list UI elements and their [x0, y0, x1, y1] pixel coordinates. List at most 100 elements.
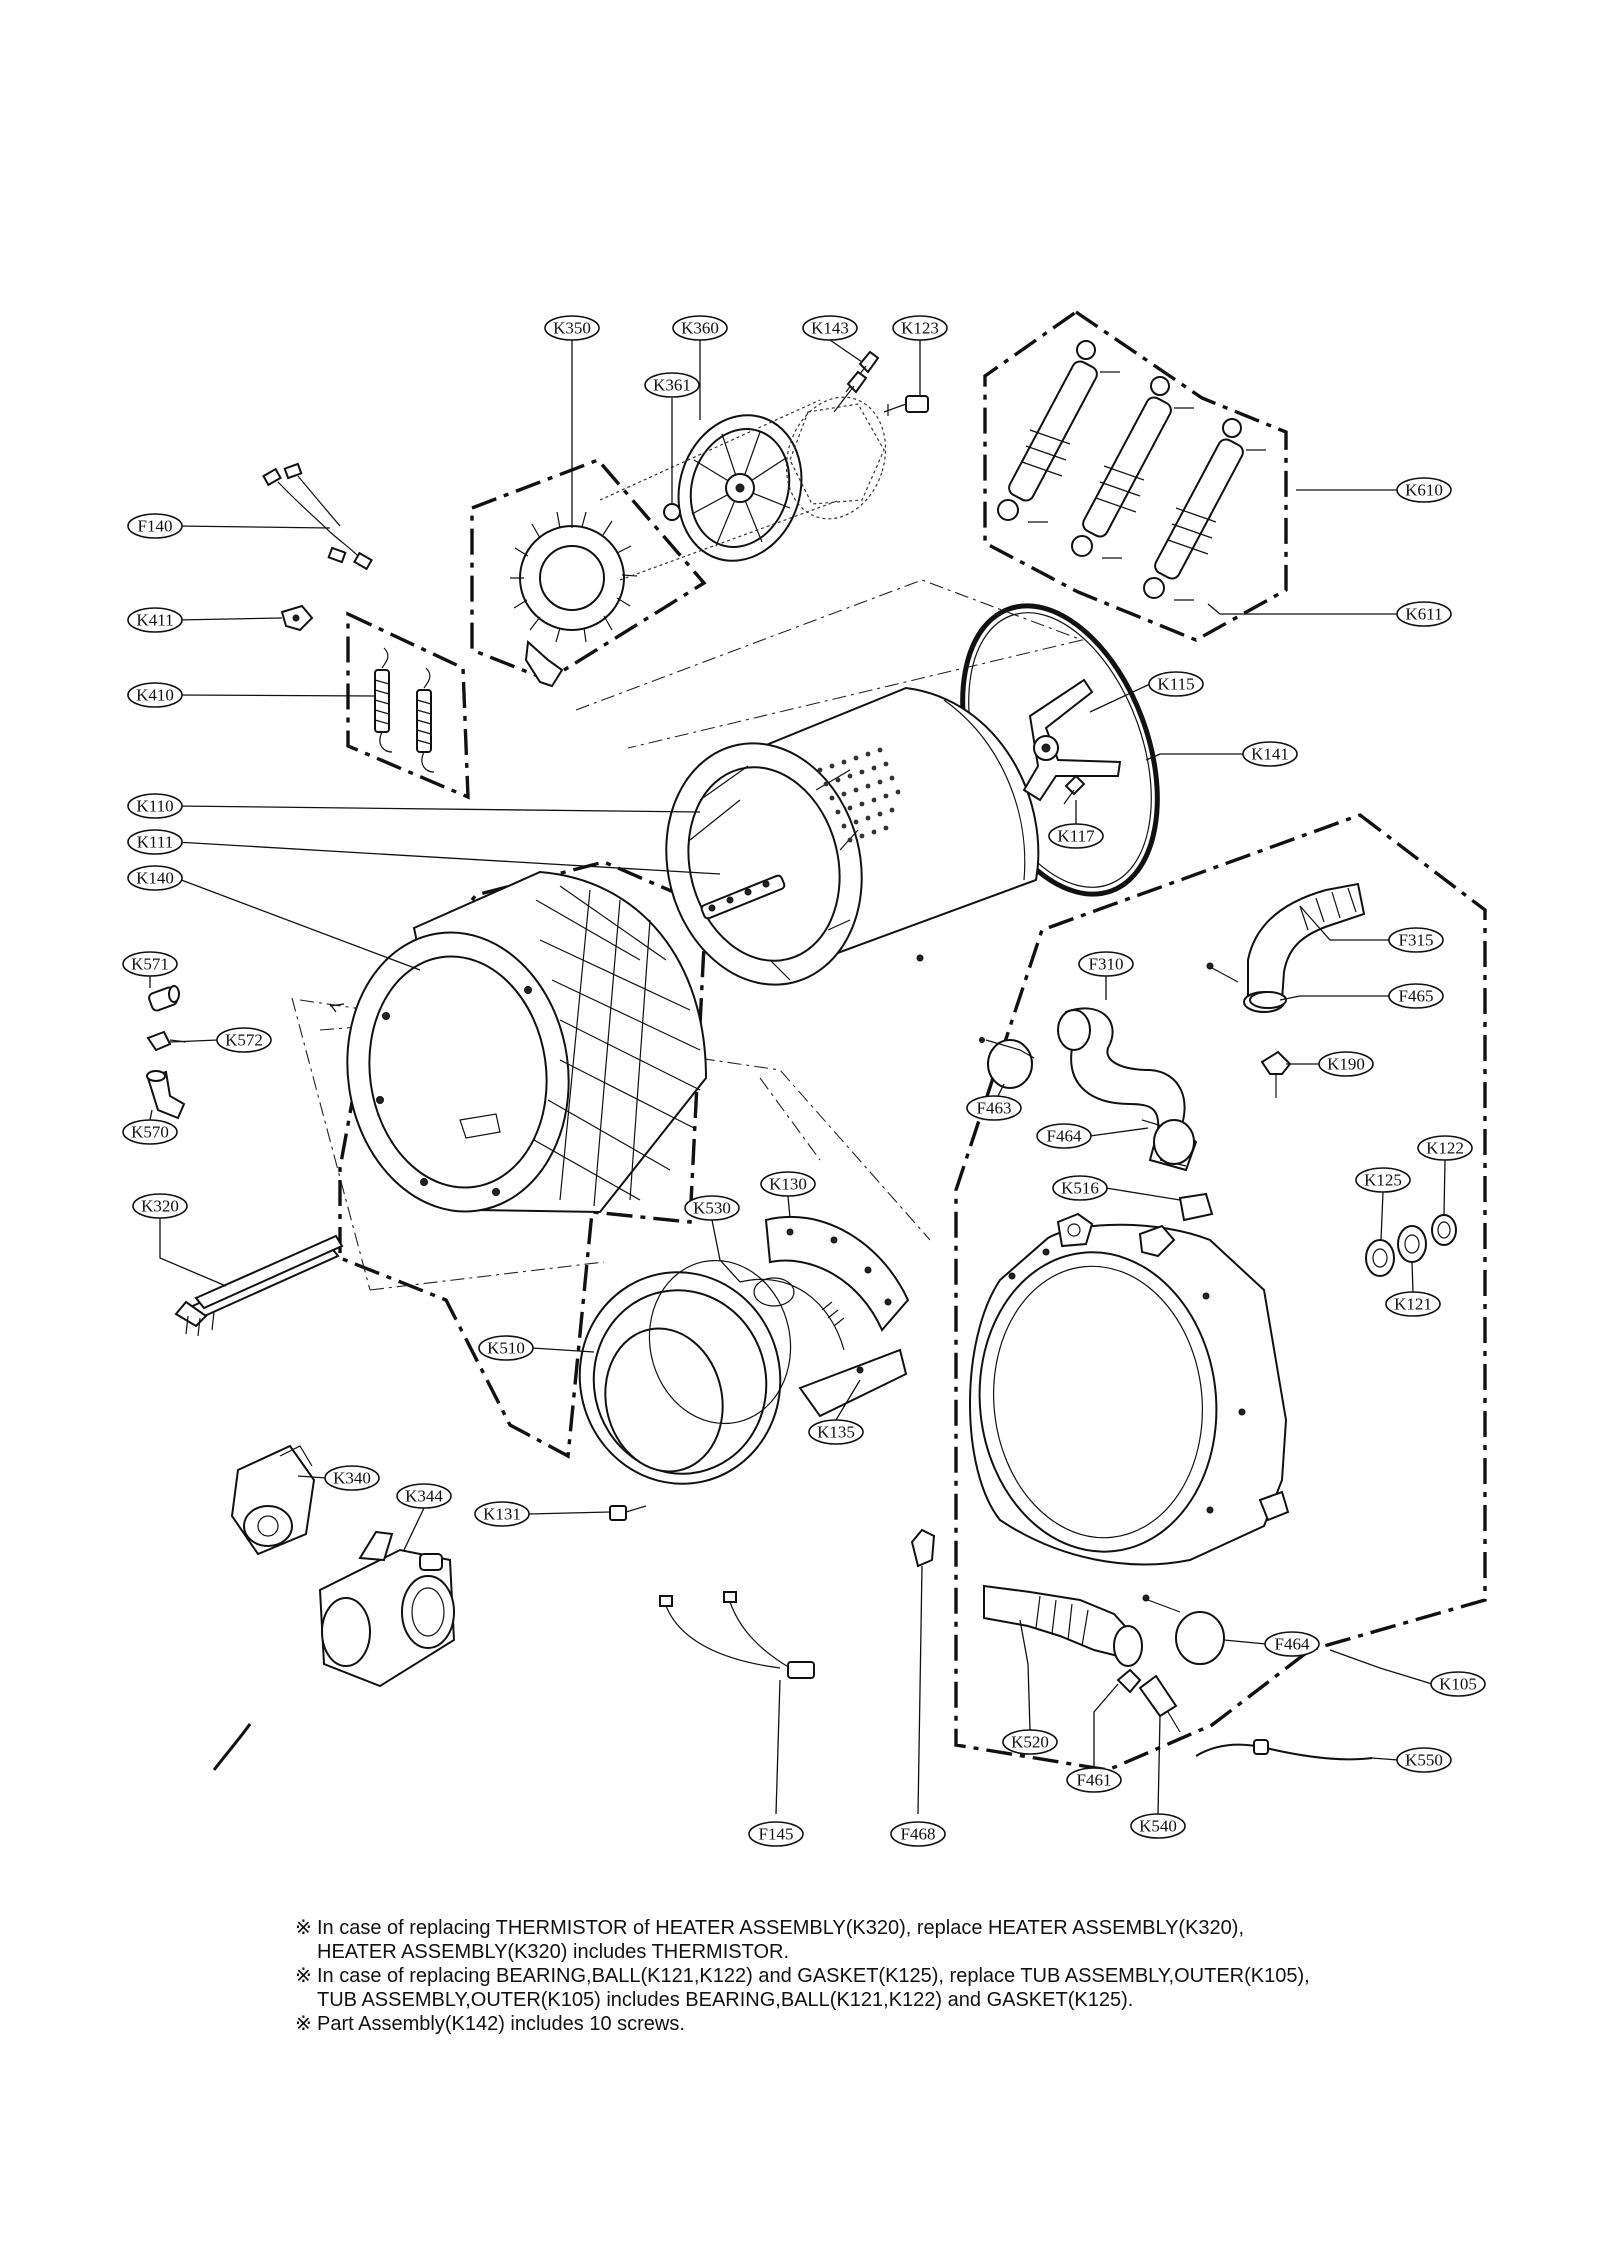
parts — [146, 340, 1457, 1771]
callout-k135: K135 — [808, 1419, 864, 1445]
svg-text:K141: K141 — [1251, 745, 1289, 764]
svg-text:K110: K110 — [136, 797, 173, 816]
callout-k110: K110 — [127, 793, 183, 819]
svg-text:K320: K320 — [141, 1197, 179, 1216]
note-bearing: ※In case of replacing BEARING,BALL(K121,… — [295, 1964, 1495, 1988]
note-mark: ※ — [295, 1965, 312, 1987]
k550-sensor-wire — [1195, 1739, 1373, 1761]
svg-text:K130: K130 — [769, 1175, 807, 1194]
svg-text:K190: K190 — [1327, 1055, 1365, 1074]
callout-k360: K360 — [672, 315, 728, 341]
f463-clamp — [979, 1037, 1035, 1089]
callout-k130: K130 — [760, 1171, 816, 1197]
svg-text:K135: K135 — [817, 1423, 855, 1442]
k135-counterweight — [798, 1348, 908, 1418]
callout-k520: K520 — [1002, 1729, 1058, 1755]
svg-text:K510: K510 — [487, 1339, 525, 1358]
callout-k115: K115 — [1148, 671, 1204, 697]
callout-f463: F463 — [966, 1095, 1022, 1121]
svg-text:K143: K143 — [811, 319, 849, 338]
svg-text:K105: K105 — [1439, 1675, 1477, 1694]
spring-group-outline — [346, 611, 470, 800]
drum-perforations — [817, 747, 901, 843]
svg-text:F464: F464 — [1047, 1127, 1082, 1146]
svg-text:K411: K411 — [136, 611, 173, 630]
callout-k361: K361 — [644, 372, 700, 398]
small-hose-piece — [212, 1723, 252, 1771]
svg-text:F461: F461 — [1077, 1771, 1112, 1790]
f464-clamp-upper — [1141, 1119, 1195, 1165]
k117-bolt — [1063, 774, 1086, 805]
k125-gasket — [1365, 1239, 1395, 1277]
note-bearing-line1: In case of replacing BEARING,BALL(K121,K… — [317, 1965, 1310, 1987]
svg-text:K572: K572 — [225, 1031, 263, 1050]
callout-f140: F140 — [127, 513, 183, 539]
note-heater-line1: In case of replacing THERMISTOR of HEATE… — [317, 1917, 1245, 1939]
k110-drum — [665, 686, 1040, 986]
callout-k540: K540 — [1130, 1813, 1186, 1839]
svg-text:K571: K571 — [131, 955, 169, 974]
svg-text:K111: K111 — [137, 833, 174, 852]
svg-text:K140: K140 — [136, 869, 174, 888]
k130-counterweight — [764, 1215, 910, 1332]
callout-k550: K550 — [1396, 1747, 1452, 1773]
callout-k141: K141 — [1242, 741, 1298, 767]
svg-text:K125: K125 — [1364, 1171, 1402, 1190]
k340-pump — [230, 1444, 316, 1556]
callout-k123: K123 — [892, 315, 948, 341]
callout-k105: K105 — [1430, 1671, 1486, 1697]
svg-text:K121: K121 — [1394, 1295, 1432, 1314]
f461-clip — [1116, 1668, 1142, 1694]
svg-text:F468: F468 — [901, 1825, 936, 1844]
callout-k131: K131 — [474, 1501, 530, 1527]
svg-text:K123: K123 — [901, 319, 939, 338]
callout-k122: K122 — [1417, 1135, 1473, 1161]
callout-k143: K143 — [802, 315, 858, 341]
front-tub-group-outline — [338, 860, 708, 1459]
callout-k570: K570 — [122, 1119, 178, 1145]
note-screws-line: Part Assembly(K142) includes 10 screws. — [317, 2013, 685, 2035]
svg-text:F465: F465 — [1399, 987, 1434, 1006]
k520-hose — [983, 1584, 1143, 1667]
k115-spider — [1022, 678, 1122, 802]
svg-text:F140: F140 — [138, 517, 173, 536]
k350-stator — [510, 511, 638, 688]
note-heater-line2: HEATER ASSEMBLY(K320) includes THERMISTO… — [317, 1941, 790, 1963]
note-mark: ※ — [295, 1917, 312, 1939]
svg-text:K122: K122 — [1426, 1139, 1464, 1158]
callout-k125: K125 — [1355, 1167, 1411, 1193]
svg-text:K516: K516 — [1061, 1179, 1099, 1198]
svg-text:K131: K131 — [483, 1505, 521, 1524]
callout-k320: K320 — [132, 1193, 188, 1219]
svg-text:F463: F463 — [977, 1099, 1012, 1118]
damper-group-outline — [983, 309, 1288, 642]
callout-k411: K411 — [127, 607, 183, 633]
callout-k190: K190 — [1318, 1051, 1374, 1077]
svg-text:K344: K344 — [405, 1487, 443, 1506]
svg-text:F464: F464 — [1275, 1635, 1310, 1654]
callouts: K350 K360 K143 K123 K361 F140 K610 K411 … — [122, 315, 1486, 1847]
callout-k611: K611 — [1396, 601, 1452, 627]
callout-k140: K140 — [127, 865, 183, 891]
callout-k510: K510 — [478, 1335, 534, 1361]
callout-k516: K516 — [1052, 1175, 1108, 1201]
note-screws: ※Part Assembly(K142) includes 10 screws. — [295, 2012, 1495, 2036]
rotor-ghost-outline — [599, 396, 887, 581]
k510-door-gasket — [578, 1259, 792, 1485]
f140-wire-harness — [262, 462, 373, 571]
callout-k571: K571 — [122, 951, 178, 977]
svg-text:K530: K530 — [693, 1199, 731, 1218]
svg-text:K610: K610 — [1405, 481, 1443, 500]
callout-f310: F310 — [1078, 951, 1134, 977]
callout-k121: K121 — [1385, 1291, 1441, 1317]
dampers — [997, 340, 1266, 601]
f464-clamp-lower — [1142, 1594, 1225, 1665]
callout-k111: K111 — [127, 829, 183, 855]
svg-text:K410: K410 — [136, 686, 174, 705]
k530-clamp-spring — [739, 1277, 845, 1351]
k122-bearing — [1431, 1214, 1457, 1246]
k320-heater — [174, 1234, 344, 1337]
svg-text:K611: K611 — [1405, 605, 1442, 624]
f145-wire-harness — [659, 1591, 815, 1679]
